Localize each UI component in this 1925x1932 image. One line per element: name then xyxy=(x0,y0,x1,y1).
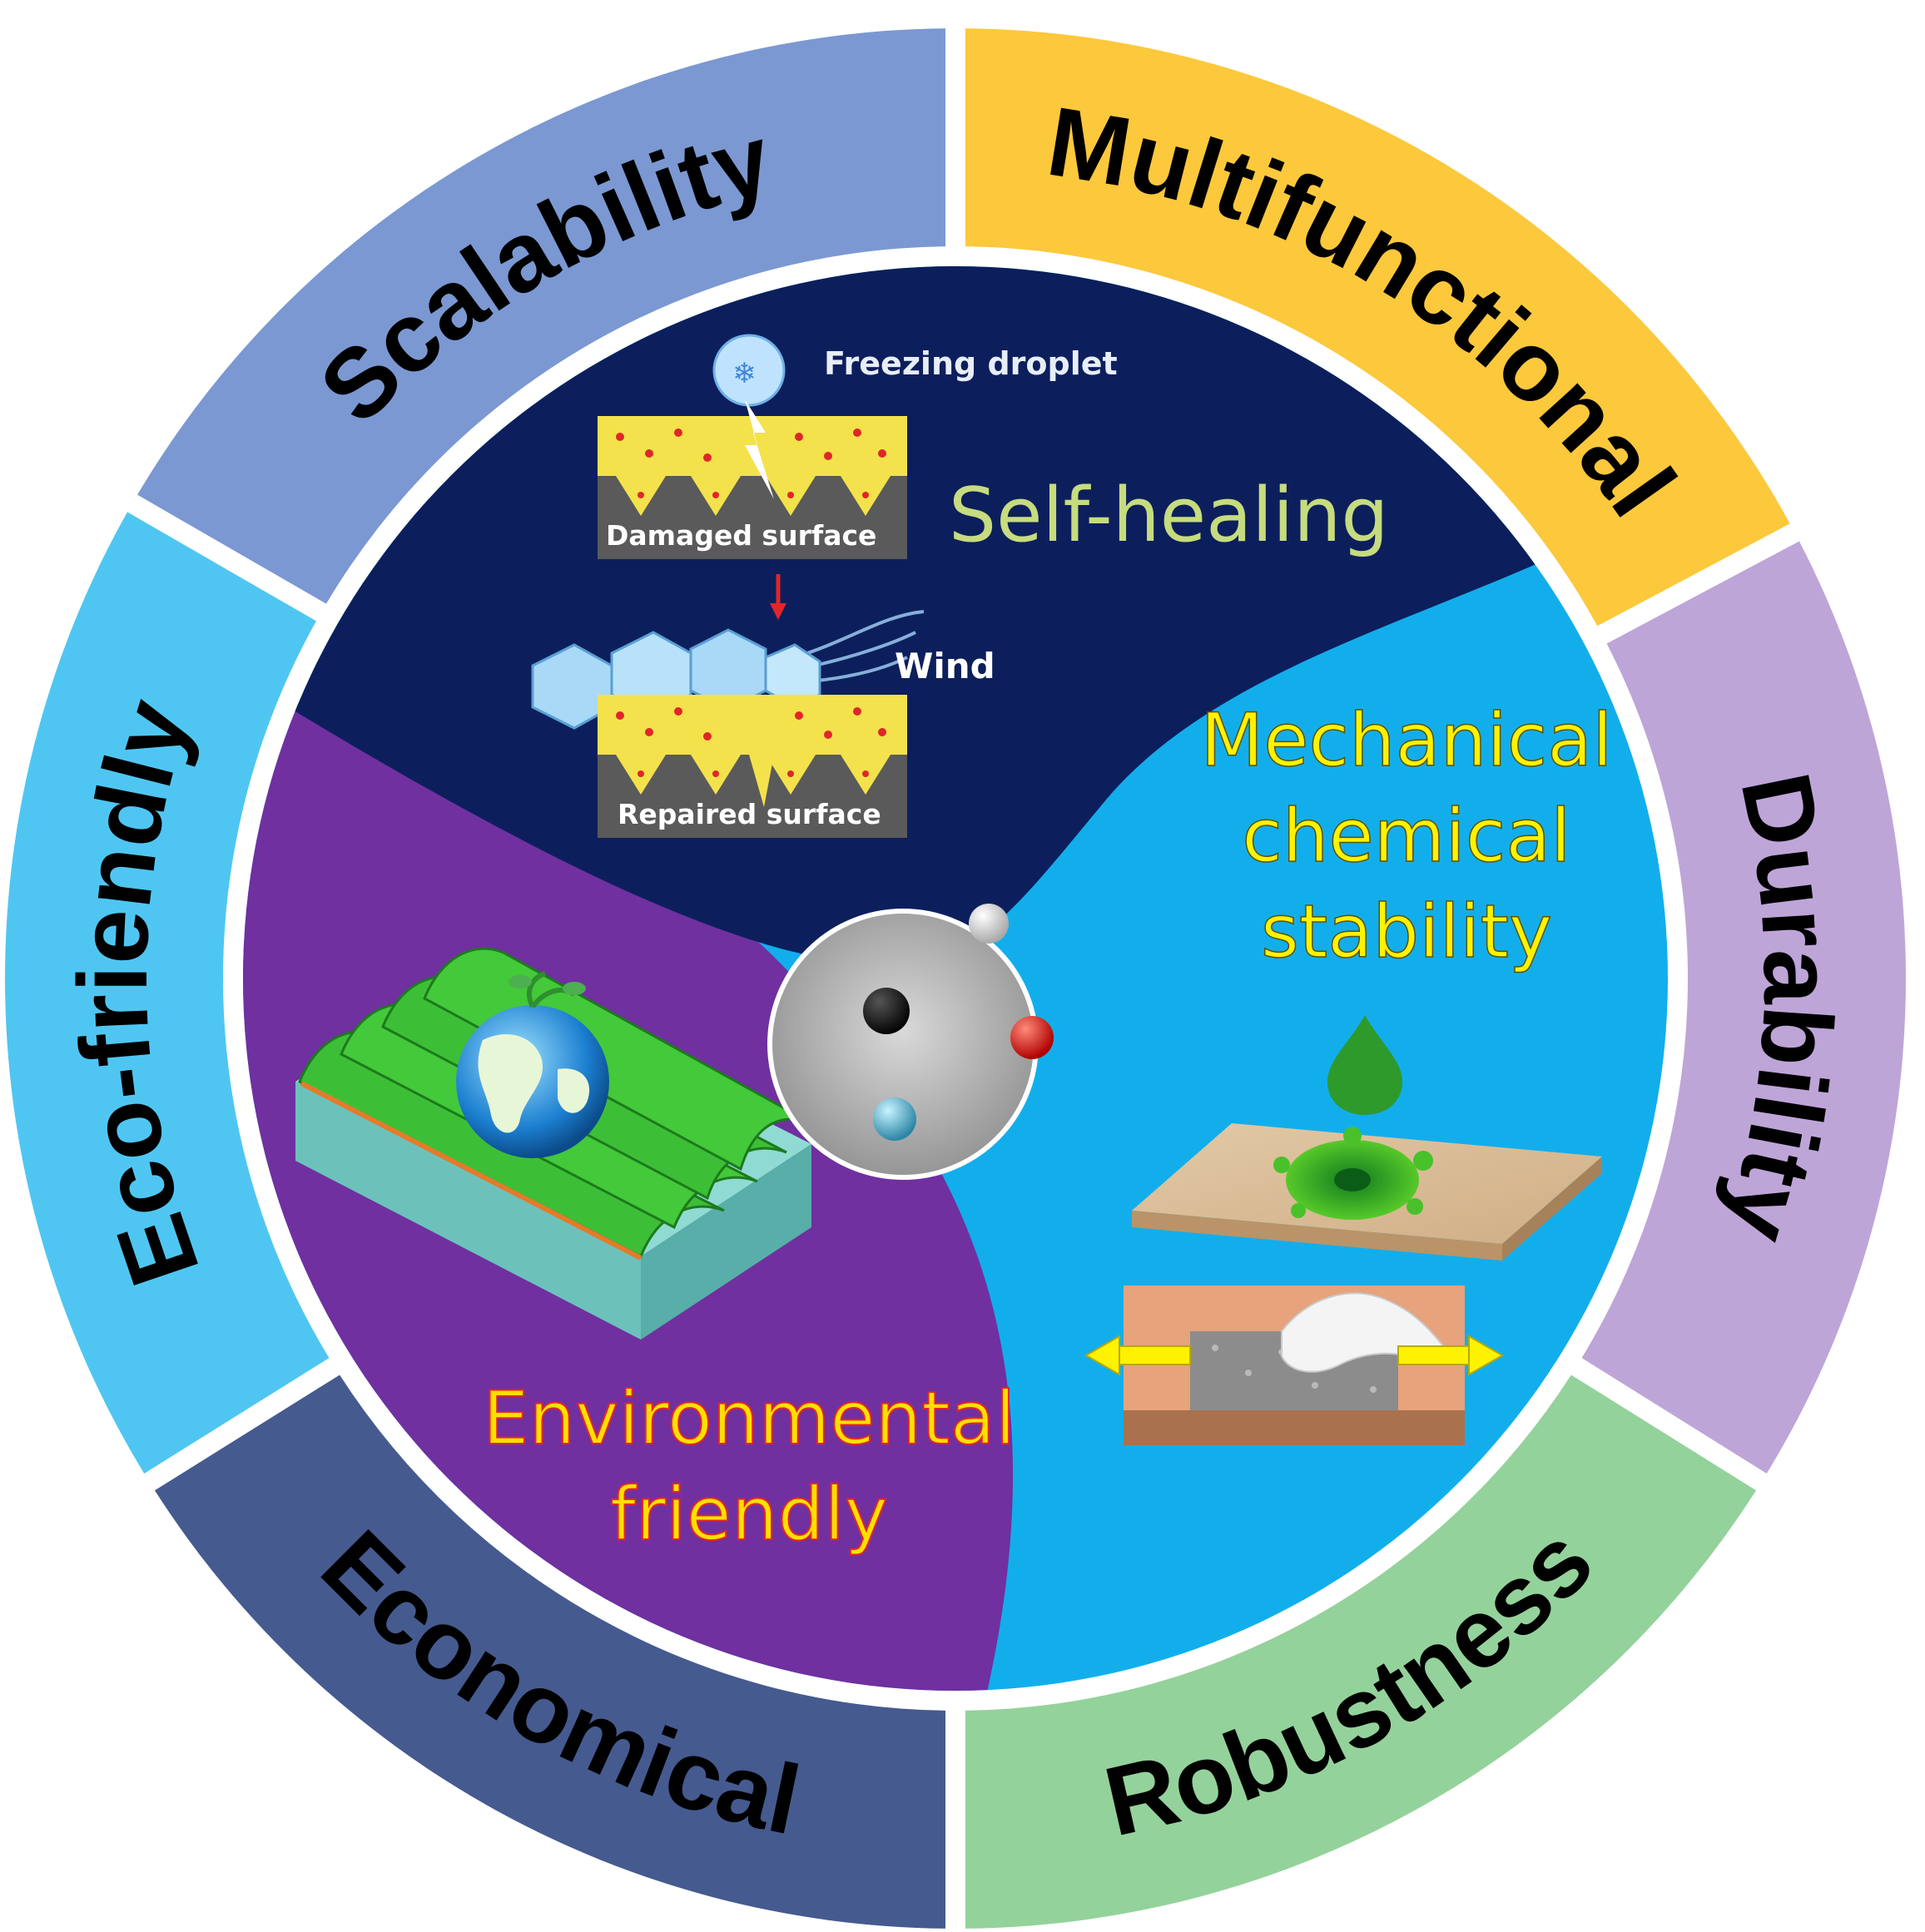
ring-segment-economical xyxy=(154,1375,946,1929)
repaired-surface-block: Repaired surface xyxy=(598,695,907,838)
ice-cubes-icon xyxy=(531,628,821,730)
red-down-arrow-icon xyxy=(770,574,786,620)
globe-icon xyxy=(456,971,609,1158)
board-with-splash xyxy=(1132,1123,1602,1261)
green-drop-icon xyxy=(1327,1015,1402,1115)
self-healing-title: Self-healing xyxy=(949,472,1389,559)
ring-segment-multifunctional xyxy=(965,28,1790,627)
ring-segment-durability xyxy=(1581,541,1906,1474)
red-droplet xyxy=(1010,1016,1054,1059)
wind-label: Wind xyxy=(895,646,995,686)
environmental-title-line-1: Environmental xyxy=(483,1375,1015,1461)
repaired-surface-label: Repaired surface xyxy=(618,798,881,830)
damaged-surface-label: Damaged surface xyxy=(606,519,876,552)
droplet-photo xyxy=(767,904,1054,1180)
mechanical-title-line-3: stability xyxy=(1261,889,1552,974)
environmental-illustration: Environmental friendly xyxy=(295,947,1016,1558)
abrasion-test xyxy=(1084,1286,1505,1445)
mechanical-title-line-1: Mechanical xyxy=(1200,697,1612,783)
damaged-surface-block: Damaged surface xyxy=(598,399,907,559)
snowflake-droplet-icon: ❄ xyxy=(712,334,786,407)
ring-segment-robustness xyxy=(965,1375,1757,1929)
ring-segment-eco-friendly xyxy=(4,512,330,1474)
ring-segment-scalability xyxy=(137,28,946,604)
svg-text:❄: ❄ xyxy=(732,357,757,390)
self-healing-region xyxy=(243,266,1668,966)
environmental-title-line-2: friendly xyxy=(610,1471,888,1557)
mechanical-illustration: Mechanical chemical stability xyxy=(1084,696,1613,1445)
double-arrow-icon xyxy=(1084,1335,1505,1376)
mechanical-title-line-2: chemical xyxy=(1242,793,1570,879)
self-healing-illustration: Freezing droplet ❄ Damaged surface xyxy=(531,334,1389,838)
freezing-droplet-label: Freezing droplet xyxy=(824,345,1118,382)
outer-ring xyxy=(4,28,1906,1929)
black-droplet xyxy=(863,988,910,1034)
blue-droplet xyxy=(873,1097,916,1141)
clear-droplet xyxy=(969,904,1009,944)
